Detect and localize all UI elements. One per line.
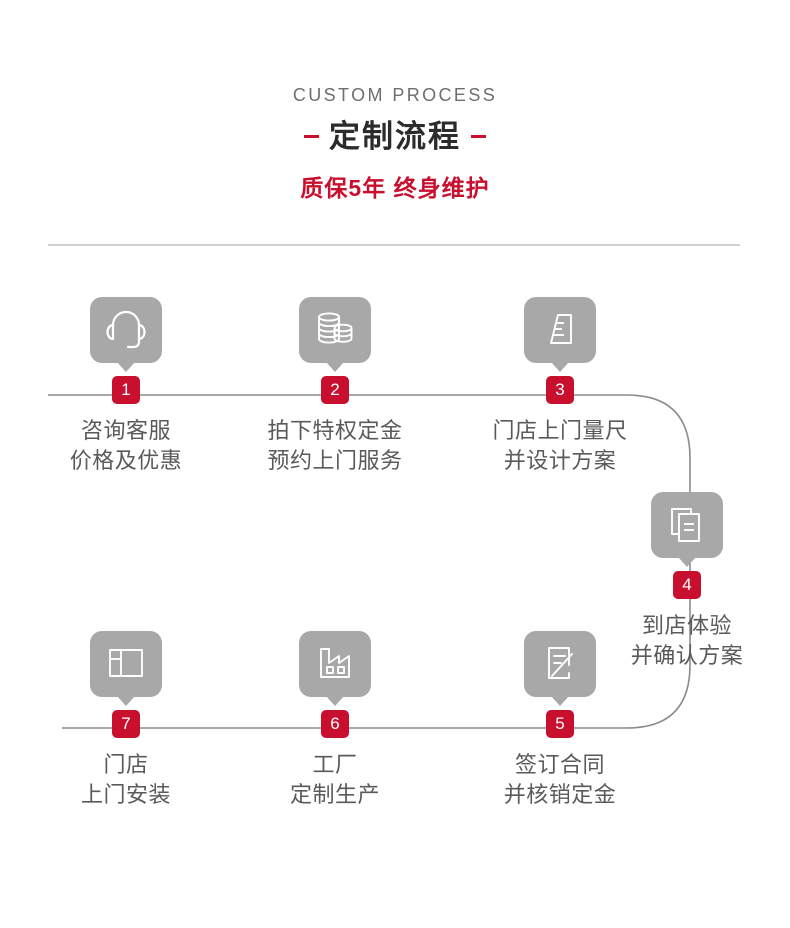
step-6-icon-tail — [326, 696, 344, 706]
step-6-label-line2: 定制生产 — [289, 782, 380, 808]
step-7-label-line1: 门店 — [103, 752, 149, 777]
title-text: 定制流程 — [329, 118, 461, 154]
step-4-label-line1: 到店体验 — [641, 613, 732, 638]
step-1-icon-box — [90, 297, 162, 372]
header-divider — [48, 244, 740, 246]
step-4-icon-tail — [678, 557, 696, 567]
ruler-icon — [550, 314, 572, 344]
eyebrow-text: CUSTOM PROCESS — [292, 85, 498, 105]
step-4[interactable]: 4 到店体验 并确认方案 — [602, 492, 772, 672]
step-7-badge: 7 — [112, 710, 140, 738]
step-1-label-line1: 咨询客服 — [80, 418, 171, 443]
headset-icon — [106, 310, 146, 349]
wardrobe-icon — [109, 649, 143, 677]
documents-icon — [671, 508, 700, 542]
title-dash-right — [471, 135, 486, 139]
step-1-label-line2: 价格及优惠 — [69, 448, 183, 474]
step-3[interactable]: 3 门店上门量尺 并设计方案 — [475, 297, 645, 477]
step-5[interactable]: 5 签订合同 并核销定金 — [475, 631, 645, 811]
step-3-badge: 3 — [546, 376, 574, 404]
step-5-icon-tail — [551, 696, 569, 706]
step-3-label-line2: 并设计方案 — [503, 448, 617, 474]
step-6-badge: 6 — [321, 710, 349, 738]
step-2-label-line1: 拍下特权定金 — [267, 418, 403, 443]
step-5-icon-box — [524, 631, 596, 706]
factory-icon — [320, 648, 350, 678]
step-1[interactable]: 1 咨询客服 价格及优惠 — [41, 297, 211, 477]
step-7-icon-box — [90, 631, 162, 706]
step-4-badge: 4 — [673, 571, 701, 599]
step-5-label-line1: 签订合同 — [514, 752, 605, 777]
step-3-icon-tail — [551, 362, 569, 372]
step-4-label: 到店体验 并确认方案 — [602, 611, 772, 672]
step-3-icon-box — [524, 297, 596, 372]
step-4-icon-box — [651, 492, 723, 567]
step-1-icon-tail — [117, 362, 135, 372]
step-3-label: 门店上门量尺 并设计方案 — [475, 416, 645, 477]
step-7-icon-tail — [117, 696, 135, 706]
subtitle-text: 质保5年 终身维护 — [300, 174, 490, 201]
step-2[interactable]: 2 拍下特权定金 预约上门服务 — [250, 297, 420, 477]
step-2-badge: 2 — [321, 376, 349, 404]
step-2-label: 拍下特权定金 预约上门服务 — [250, 416, 420, 477]
coins-icon — [318, 312, 353, 344]
step-5-label: 签订合同 并核销定金 — [475, 750, 645, 811]
step-7-label: 门店 上门安装 — [41, 750, 211, 811]
step-5-badge: 5 — [546, 710, 574, 738]
step-5-label-line2: 并核销定金 — [503, 782, 617, 808]
header: CUSTOM PROCESS 定制流程 质保5年 终身维护 — [0, 0, 790, 201]
step-6-label-line1: 工厂 — [312, 752, 358, 777]
step-6-icon-box — [299, 631, 371, 706]
step-2-icon-box — [299, 297, 371, 372]
step-7[interactable]: 7 门店 上门安装 — [41, 631, 211, 811]
title-dash-left — [304, 135, 319, 139]
step-6[interactable]: 6 工厂 定制生产 — [250, 631, 420, 811]
contract-sign-icon — [548, 647, 573, 679]
step-2-icon-tail — [326, 362, 344, 372]
step-3-label-line1: 门店上门量尺 — [492, 418, 628, 443]
step-1-label: 咨询客服 价格及优惠 — [41, 416, 211, 477]
page-title: 定制流程 — [0, 118, 790, 154]
step-2-label-line2: 预约上门服务 — [267, 448, 403, 474]
step-7-label-line2: 上门安装 — [80, 782, 171, 808]
step-6-label: 工厂 定制生产 — [250, 750, 420, 811]
step-4-label-line2: 并确认方案 — [630, 643, 744, 669]
step-1-badge: 1 — [112, 376, 140, 404]
